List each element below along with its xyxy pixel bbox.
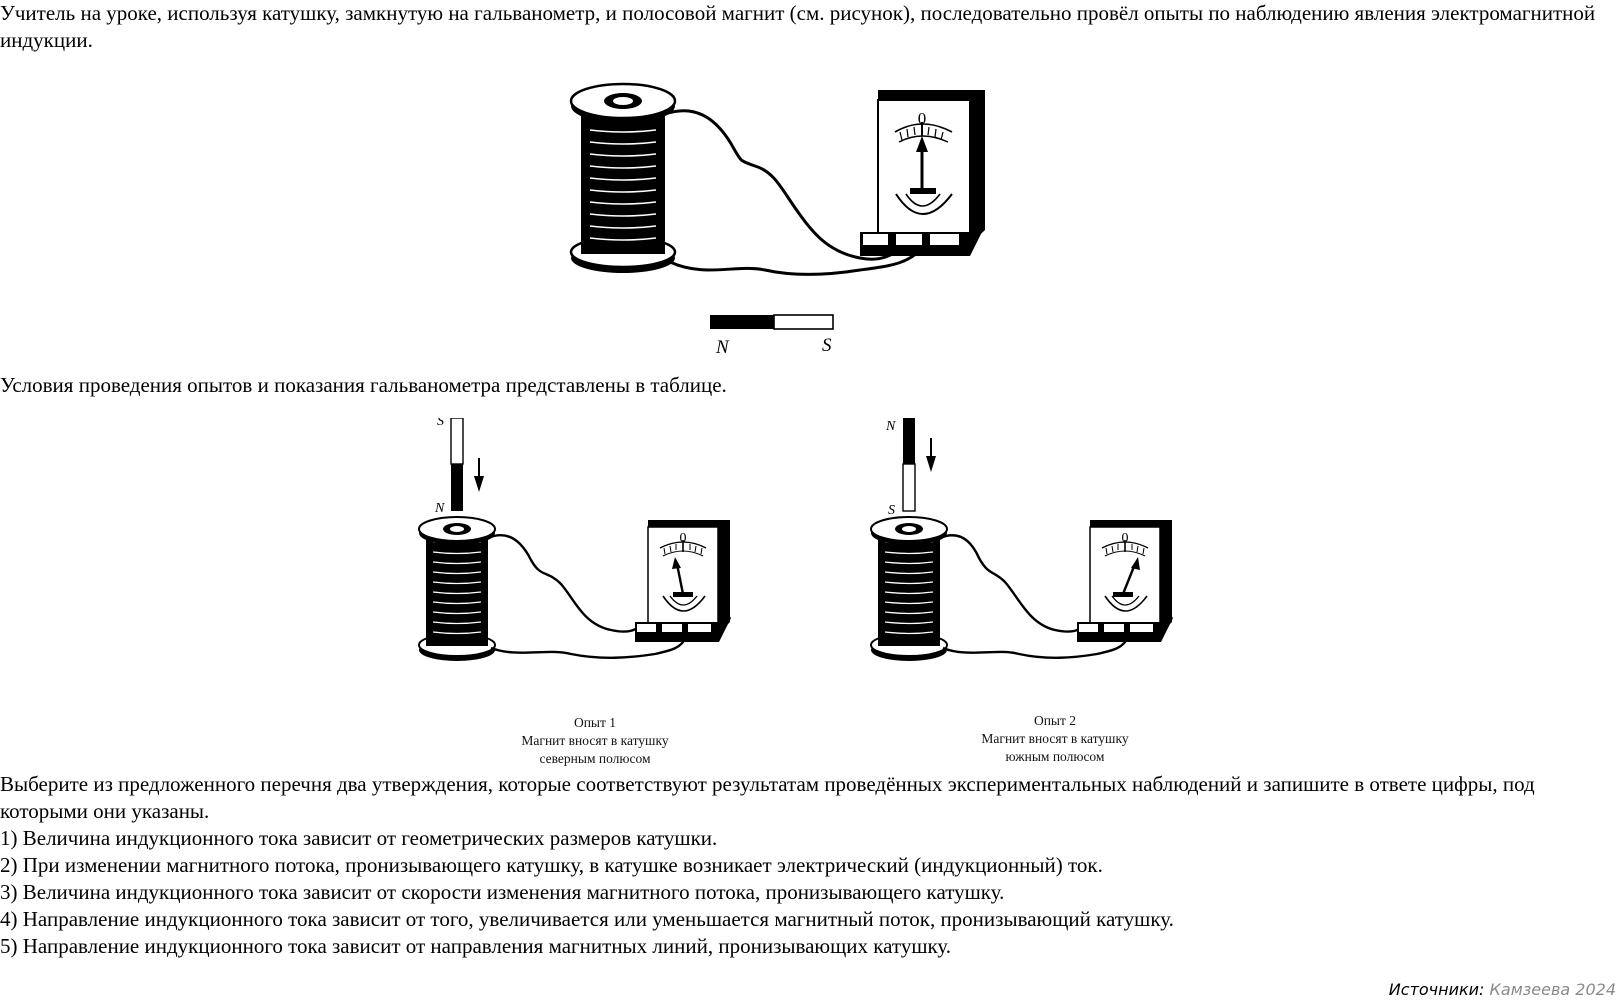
experiment-1-top-pole: S — [437, 418, 444, 429]
experiment-2-top-pole: N — [885, 419, 896, 434]
figure-coil-galvanometer: 0 N S — [569, 82, 985, 358]
experiment-2-title: Опыт 2 — [1033, 713, 1077, 728]
option-2: 2) При изменении магнитного потока, прон… — [0, 853, 1103, 877]
experiment-1-meter-zero: 0 — [680, 531, 687, 546]
experiment-2-coil — [870, 516, 948, 662]
experiment-2-magnet: N S — [885, 418, 936, 518]
experiment-2-wire-bottom — [942, 635, 1131, 659]
option-5: 5) Направление индукционного тока зависи… — [0, 934, 952, 958]
option-1: 1) Величина индукционного тока зависит о… — [0, 826, 718, 850]
experiment-2-wire-top — [939, 534, 1086, 633]
source-credit: Источники: Камзеева 2024 — [1389, 980, 1616, 1000]
experiment-2-desc-line1: Магнит вносят в катушку — [981, 731, 1129, 746]
experiment-1-galvanometer: 0 — [635, 520, 731, 642]
experiment-1-caption: Опыт 1 Магнит вносят в катушку северным … — [485, 714, 705, 768]
experiment-2-desc-line2: южным полюсом — [1005, 749, 1105, 764]
experiment-1-title: Опыт 1 — [573, 715, 617, 730]
experiment-2-caption: Опыт 2 Магнит вносят в катушку южным пол… — [945, 712, 1165, 766]
experiment-1-magnet: S N — [434, 418, 484, 516]
intro-text: Учитель на уроке, используя катушку, зам… — [0, 1, 1596, 52]
wire-top — [664, 109, 913, 261]
option-3: 3) Величина индукционного тока зависит о… — [0, 880, 1005, 904]
magnet-s-label: S — [822, 335, 832, 356]
experiment-1-bottom-pole: N — [434, 501, 445, 516]
experiment-1-wire-bottom — [490, 635, 689, 659]
experiment-1-wire-top — [487, 534, 642, 633]
experiment-1-coil — [418, 516, 496, 662]
option-4: 4) Направление индукционного тока зависи… — [0, 907, 1174, 931]
experiment-2-figure: N S 0 — [870, 418, 1173, 662]
coil — [569, 82, 677, 275]
experiment-2-bottom-pole: S — [888, 503, 895, 518]
experiment-1-figure: S N 0 — [418, 418, 731, 662]
experiment-2-meter-zero: 0 — [1122, 531, 1129, 546]
source-label: Источники: — [1388, 980, 1485, 999]
experiment-1-desc-line2: северным полюсом — [539, 751, 651, 766]
bar-magnet: N S — [710, 314, 834, 358]
conditions-text: Условия проведения опытов и показания га… — [0, 373, 727, 397]
galvanometer: 0 — [860, 90, 985, 256]
magnet-n-label: N — [715, 337, 730, 358]
experiment-1-desc-line1: Магнит вносят в катушку — [521, 733, 669, 748]
question-text: Выберите из предложенного перечня два ут… — [0, 772, 1535, 823]
wire-bottom — [669, 246, 924, 276]
source-name-link[interactable]: Камзеева 2024 — [1489, 980, 1616, 999]
experiment-2-galvanometer: 0 — [1077, 520, 1173, 642]
meter-zero-label: 0 — [918, 109, 927, 128]
